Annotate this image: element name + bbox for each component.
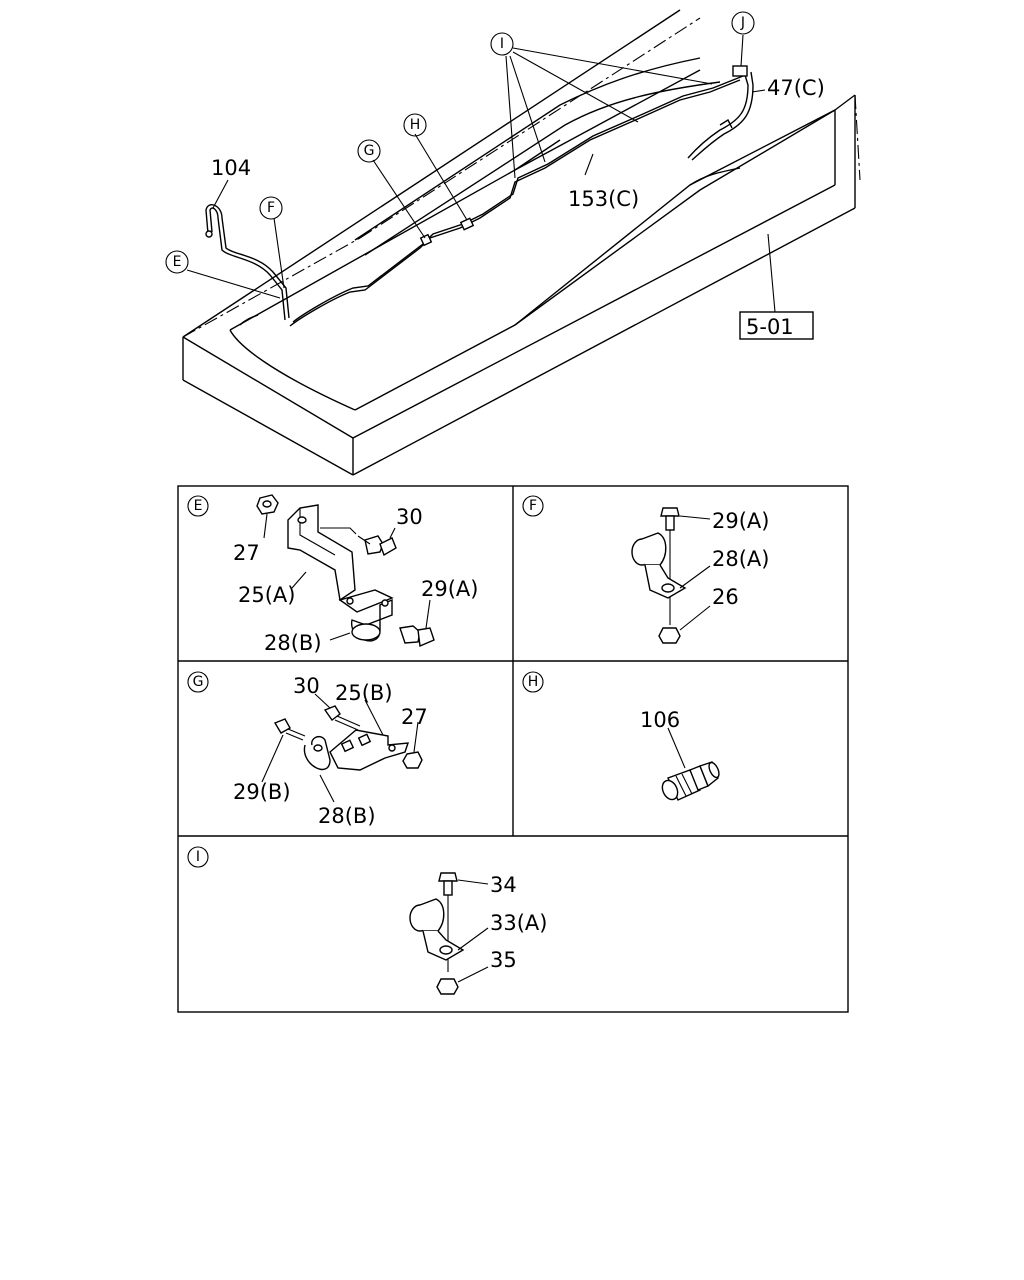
callout-h-text: H: [410, 117, 421, 133]
label-153c: 153(C): [568, 187, 639, 211]
panel-e-label-30: 30: [396, 505, 423, 529]
panel-h-label-106: 106: [640, 708, 680, 732]
fuel-pipe-153c: [289, 75, 744, 327]
panel-g: G 30 25(B) 27 29(B) 28(B): [187, 671, 428, 828]
panel-g-label-25b: 25(B): [335, 681, 393, 705]
callout-i-text: I: [500, 36, 504, 52]
panel-g-label-27: 27: [401, 705, 428, 729]
callout-h-overview: H: [403, 113, 427, 137]
panel-h-callout: H: [528, 674, 539, 690]
panel-e-label-27: 27: [233, 541, 260, 565]
callout-f-text: F: [267, 200, 275, 216]
panel-e-label-28b: 28(B): [264, 631, 322, 655]
callout-f-overview: F: [259, 196, 283, 220]
panel-i: I 34 33(A) 35: [187, 846, 547, 995]
callout-i-overview: I: [490, 32, 514, 56]
panel-h: H 106: [522, 671, 720, 801]
callout-g-overview: G: [357, 139, 381, 163]
callout-e-text: E: [173, 254, 182, 270]
detail-grid: [177, 485, 849, 1013]
panel-i-label-35: 35: [490, 948, 517, 972]
panel-i-callout: I: [196, 849, 200, 865]
fuel-pipe-104: [205, 204, 290, 321]
panel-g-callout: G: [193, 674, 204, 690]
frame-rail: [182, 9, 861, 476]
label-47c: 47(C): [767, 76, 825, 100]
panel-f-callout: F: [529, 498, 537, 514]
panel-e: E 27 30 25(A) 29(A) 28(B): [187, 494, 478, 655]
panel-f-label-26: 26: [712, 585, 739, 609]
leader-lines: [186, 34, 776, 313]
panel-g-label-28b: 28(B): [318, 804, 376, 828]
panel-f-label-29a: 29(A): [712, 509, 769, 533]
callout-j-text: J: [740, 15, 745, 31]
callout-g-text: G: [364, 143, 375, 159]
reference-label: 5-01: [746, 315, 794, 339]
panel-i-label-34: 34: [490, 873, 517, 897]
panel-e-label-25a: 25(A): [238, 583, 295, 607]
panel-e-label-29a: 29(A): [421, 577, 478, 601]
hose-47c: [687, 65, 754, 161]
panel-i-label-33a: 33(A): [490, 911, 547, 935]
panel-g-label-30: 30: [293, 674, 320, 698]
label-104: 104: [211, 156, 251, 180]
callout-j-overview: J: [731, 11, 755, 35]
panel-e-callout: E: [194, 498, 203, 514]
panel-f-label-28a: 28(A): [712, 547, 769, 571]
reference-box-5-01[interactable]: 5-01: [739, 311, 814, 340]
callout-e-overview: E: [165, 250, 189, 274]
panel-g-label-29b: 29(B): [233, 780, 291, 804]
panel-f: F 29(A) 28(A) 26: [522, 495, 769, 644]
